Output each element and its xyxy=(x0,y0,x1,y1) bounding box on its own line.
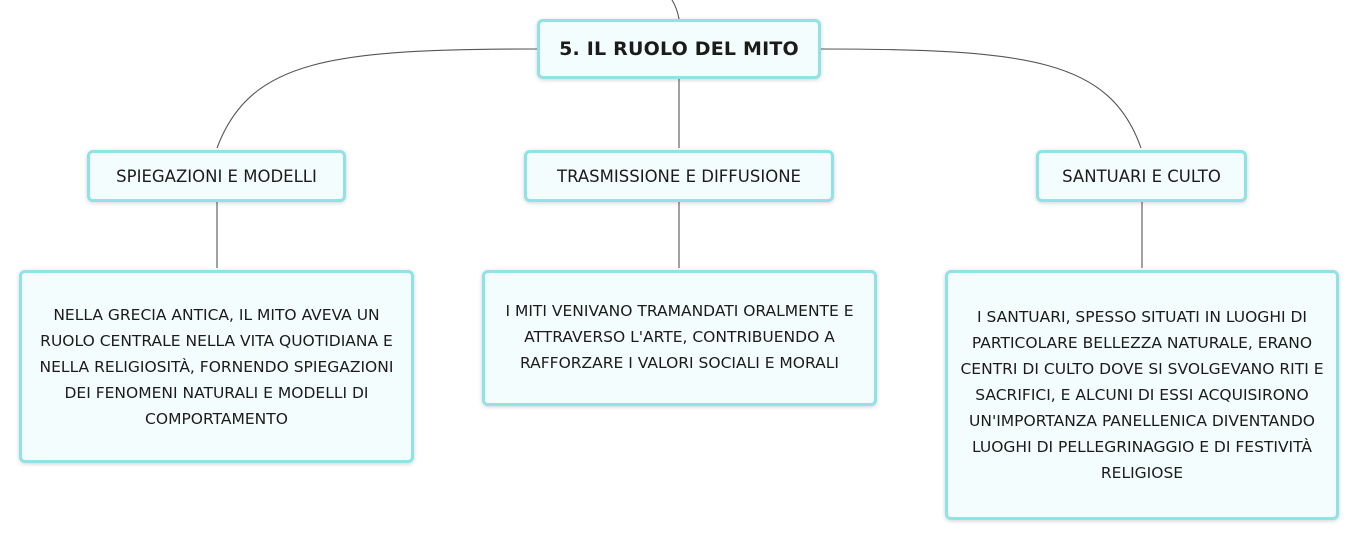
topic-node-trasmissione[interactable]: TRASMISSIONE E DIFFUSIONE xyxy=(524,150,834,202)
description-text: I MITI VENIVANO TRAMANDATI ORALMENTE E A… xyxy=(505,302,854,372)
connector-root-to-topic-3 xyxy=(820,48,1142,149)
connector-parent-to-root xyxy=(671,0,680,20)
description-node-trasmissione[interactable]: I MITI VENIVANO TRAMANDATI ORALMENTE E A… xyxy=(482,270,877,406)
description-node-spiegazioni[interactable]: NELLA GRECIA ANTICA, IL MITO AVEVA UN RU… xyxy=(19,270,414,463)
description-text: I SANTUARI, SPESSO SITUATI IN LUOGHI DI … xyxy=(960,308,1324,482)
topic-label: TRASMISSIONE E DIFFUSIONE xyxy=(557,166,801,186)
central-topic[interactable]: 5. IL RUOLO DEL MITO xyxy=(537,19,821,79)
description-node-santuari[interactable]: I SANTUARI, SPESSO SITUATI IN LUOGHI DI … xyxy=(945,270,1339,520)
topic-label: SPIEGAZIONI E MODELLI xyxy=(116,166,317,186)
topic-node-santuari[interactable]: SANTUARI E CULTO xyxy=(1036,150,1247,202)
topic-node-spiegazioni[interactable]: SPIEGAZIONI E MODELLI xyxy=(87,150,346,202)
description-text: NELLA GRECIA ANTICA, IL MITO AVEVA UN RU… xyxy=(39,305,394,428)
central-topic-label: 5. IL RUOLO DEL MITO xyxy=(559,38,799,60)
connector-root-to-topic-1 xyxy=(216,48,538,149)
topic-label: SANTUARI E CULTO xyxy=(1062,166,1221,186)
